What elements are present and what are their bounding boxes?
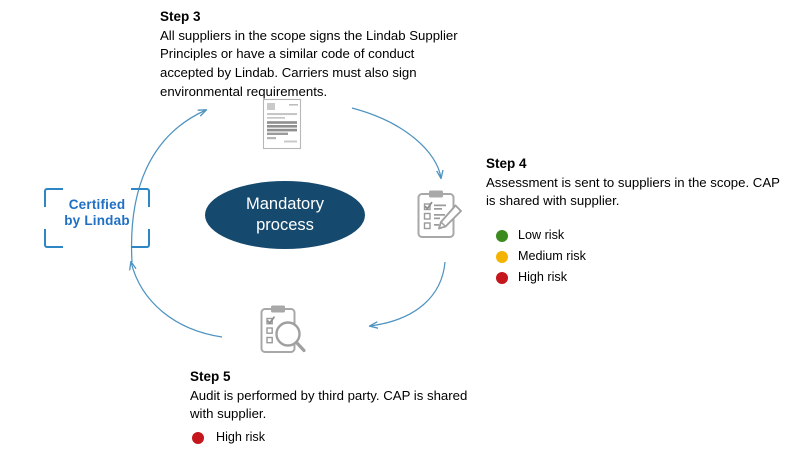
certified-badge-line2: by Lindab — [64, 212, 130, 228]
high-risk-dot-icon — [192, 431, 204, 444]
step-3-block: Step 3 All suppliers in the scope signs … — [160, 8, 460, 101]
step-3-body: All suppliers in the scope signs the Lin… — [160, 27, 458, 99]
risk-legend-step5: High risk — [190, 427, 490, 448]
medium-risk-dot-icon — [496, 250, 508, 263]
risk-legend-step4: Low risk Medium risk High risk — [486, 225, 786, 288]
step-4-body: Assessment is sent to suppliers in the s… — [486, 174, 780, 209]
legend-item-low-risk: Low risk — [486, 225, 786, 246]
arrow-step3-to-step4 — [351, 107, 441, 178]
legend-item-high-risk-step5: High risk — [190, 427, 490, 448]
arrow-step5-to-badge — [131, 262, 223, 338]
center-node-mandatory-process: Mandatory process — [205, 181, 365, 249]
certified-badge-line1: Certified — [68, 197, 126, 212]
bracket-top-right-icon — [131, 188, 150, 207]
high-risk-dot-icon — [496, 271, 508, 284]
step-5-body: Audit is performed by third party. CAP i… — [190, 387, 468, 422]
arrow-step4-to-step5 — [370, 261, 446, 326]
clipboard-pencil-icon — [412, 188, 466, 242]
step-3-title: Step 3 — [160, 9, 201, 24]
bracket-bottom-right-icon — [131, 229, 150, 248]
step-5-block: Step 5 Audit is performed by third party… — [190, 368, 490, 448]
step-4-title: Step 4 — [486, 156, 527, 171]
center-node-line2: process — [256, 216, 314, 234]
center-node-line1: Mandatory — [246, 194, 324, 213]
legend-item-medium-risk: Medium risk — [486, 246, 786, 267]
certified-badge-text: Certified by Lindab — [44, 197, 150, 229]
bracket-bottom-left-icon — [44, 229, 63, 248]
legend-label-medium-risk: Medium risk — [518, 249, 586, 264]
legend-label-high-risk-step5: High risk — [216, 430, 265, 445]
legend-label-high-risk: High risk — [518, 270, 567, 285]
step-5-title: Step 5 — [190, 369, 231, 384]
certified-by-lindab-badge: Certified by Lindab — [44, 188, 150, 248]
bracket-top-left-icon — [44, 188, 63, 207]
low-risk-dot-icon — [496, 229, 508, 242]
contract-document-icon — [256, 98, 308, 150]
step-4-block: Step 4 Assessment is sent to suppliers i… — [486, 155, 786, 288]
legend-item-high-risk: High risk — [486, 267, 786, 288]
clipboard-magnifier-icon — [255, 303, 311, 357]
legend-label-low-risk: Low risk — [518, 228, 565, 243]
